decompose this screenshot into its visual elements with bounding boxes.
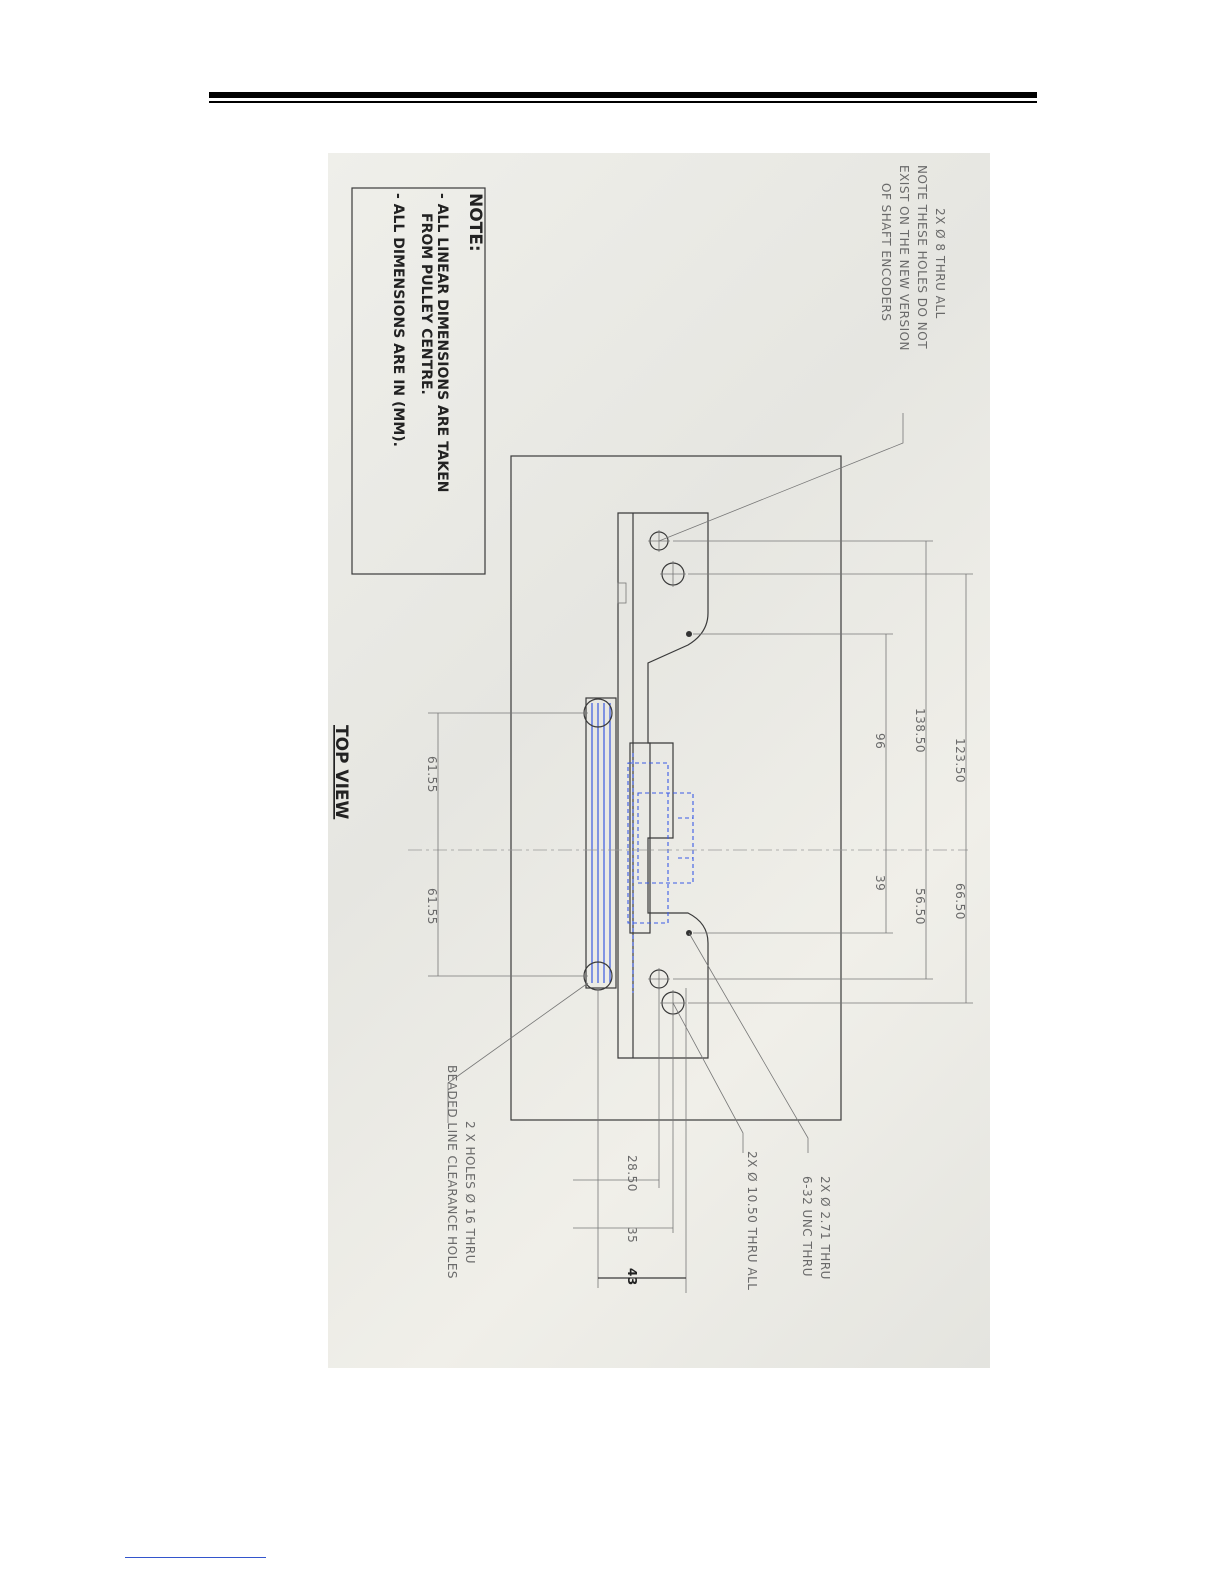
leader-holes-8 — [658, 413, 904, 542]
dim-28-50: 28.50 — [625, 1155, 639, 1192]
callout-8-line1: 2X Ø 8 THRU ALL — [933, 208, 947, 319]
footnote-separator — [125, 1557, 266, 1558]
callout-271-line2: 6-32 UNC THRU — [800, 1176, 814, 1277]
note-heading: NOTE: — [465, 193, 485, 252]
tapped-hole-top — [686, 631, 692, 637]
part-outline — [617, 512, 709, 1059]
dim-61-55-b: 61.55 — [425, 888, 439, 925]
dim-138-50: 138.50 — [913, 708, 927, 753]
callout-271-line1: 2X Ø 2.71 THRU — [818, 1176, 832, 1280]
callout-8-line4: OF SHAFT ENCODERS — [879, 183, 893, 322]
dim-66-50: 66.50 — [953, 883, 967, 920]
leader-holes-16 — [447, 982, 589, 1123]
view-title: TOP VIEW — [331, 725, 351, 820]
callout-16-line2: BEADED LINE CLEARANCE HOLES — [445, 1065, 459, 1279]
hidden-feature-2 — [637, 792, 694, 884]
leader-holes-1050 — [672, 1002, 744, 1153]
callout-16-line1: 2 X HOLES Ø 16 THRU — [463, 1121, 477, 1264]
header-rule-thick — [209, 92, 1037, 98]
callout-1050-line1: 2X Ø 10.50 THRU ALL — [745, 1151, 759, 1290]
leader-holes-271 — [688, 932, 809, 1153]
hidden-feature-1 — [627, 762, 669, 924]
note-line-3: - ALL DIMENSIONS ARE IN (MM). — [390, 193, 406, 447]
pulley-strip — [585, 697, 617, 989]
part-slot — [617, 582, 627, 604]
dim-39: 39 — [873, 875, 887, 891]
technical-drawing: NOTE: - ALL LINEAR DIMENSIONS ARE TAKEN … — [331, 165, 973, 1293]
dim-123-50: 123.50 — [953, 738, 967, 783]
callout-8-line2: NOTE THESE HOLES DO NOT — [915, 165, 929, 349]
dim-96: 96 — [873, 733, 887, 749]
dim-61-55-a: 61.55 — [425, 756, 439, 793]
drawing-sheet: NOTE: - ALL LINEAR DIMENSIONS ARE TAKEN … — [328, 153, 990, 1368]
note-line-2: FROM PULLEY CENTRE. — [418, 213, 434, 395]
dim-35: 35 — [625, 1227, 639, 1243]
header-rule-thin — [209, 101, 1037, 103]
dim-43: 43 — [625, 1268, 639, 1286]
part-step — [629, 742, 651, 934]
note-line-1: - ALL LINEAR DIMENSIONS ARE TAKEN — [434, 193, 450, 493]
outer-frame — [510, 455, 842, 1121]
callout-8-line3: EXIST ON THE NEW VERSION — [897, 165, 911, 351]
dim-56-50: 56.50 — [913, 888, 927, 925]
note-box — [351, 187, 486, 575]
